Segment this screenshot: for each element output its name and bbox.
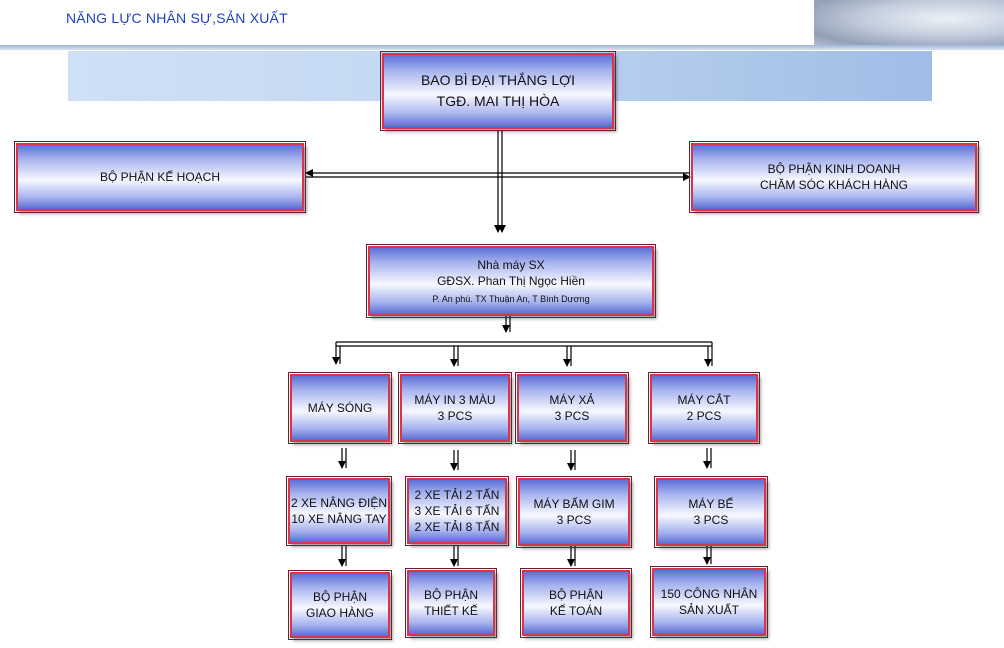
col2-mid-line1: 2 XE TẢI 2 TẤN (414, 488, 500, 502)
col1-mid-box: 2 XE NÂNG ĐIỆN 10 XE NÂNG TAY (286, 476, 392, 546)
page-title: NĂNG LỰC NHÂN SỰ,SẢN XUẤT (66, 10, 288, 26)
planning-dept-box: BỘ PHẬN KẾ HOẠCH (14, 141, 306, 213)
col3-mid-line1: MÁY BẤM GIM (533, 497, 615, 511)
col4-mid-line2: 3 PCS (693, 513, 729, 527)
header-divider (0, 45, 1004, 50)
col1-bottom-box: BỘ PHẬN GIAO HÀNG (288, 570, 392, 640)
planning-dept-label: BỘ PHẬN KẾ HOẠCH (99, 170, 221, 184)
col2-top-line2: 3 PCS (437, 409, 473, 423)
col3-top-line2: 3 PCS (554, 409, 590, 423)
col2-mid-box: 2 XE TẢI 2 TẤN 3 XE TẢI 6 TẤN 2 XE TẢI 8… (405, 476, 509, 546)
col4-bottom-line1: 150 CÔNG NHÂN (660, 587, 758, 601)
col4-mid-line1: MÁY BẾ (688, 497, 734, 511)
col4-top-line1: MÁY CẮT (677, 393, 731, 407)
col3-mid-box: MÁY BẤM GIM 3 PCS (516, 476, 632, 548)
col2-bottom-box: BỘ PHẬN THIẾT KẾ (405, 568, 497, 638)
factory-box: Nhà máy SX GĐSX. Phan Thị Ngọc Hiền P. A… (366, 244, 656, 318)
sales-dept-label: BỘ PHẬN KINH DOANH (767, 162, 901, 176)
col4-top-line2: 2 PCS (686, 409, 722, 423)
org-root-director: TGĐ. MAI THỊ HÒA (436, 93, 560, 109)
col1-top-line1: MÁY SÓNG (307, 401, 373, 415)
col2-bottom-line1: BỘ PHẬN (423, 588, 478, 602)
col1-mid-line2: 10 XE NÂNG TAY (291, 512, 387, 526)
col1-mid-line1: 2 XE NÂNG ĐIỆN (290, 496, 388, 510)
col2-mid-line2: 3 XE TẢI 6 TẤN (414, 504, 500, 518)
org-root-box: BAO BÌ ĐẠI THẮNG LỢI TGĐ. MAI THỊ HÒA (380, 51, 616, 131)
col4-bottom-line2: SẢN XUẤT (678, 603, 739, 617)
col1-bottom-line1: BỘ PHẬN (312, 590, 367, 604)
col2-bottom-line2: THIẾT KẾ (424, 604, 478, 618)
factory-name: Nhà máy SX (477, 258, 545, 272)
col4-mid-box: MÁY BẾ 3 PCS (654, 476, 768, 548)
col3-bottom-line1: BỘ PHẬN (548, 588, 603, 602)
connector-drops-top (332, 342, 713, 367)
sales-dept-box: BỘ PHẬN KINH DOANH CHĂM SÓC KHÁCH HÀNG (689, 141, 979, 213)
col4-top-box: MÁY CẮT 2 PCS (648, 372, 760, 444)
factory-address: P. An phú. TX Thuận An, T Bình Dương (432, 294, 590, 304)
col3-top-box: MÁY XẢ 3 PCS (515, 372, 629, 444)
connector-root-sides (305, 169, 691, 181)
sales-dept-sublabel: CHĂM SÓC KHÁCH HÀNG (759, 178, 908, 192)
col3-bottom-line2: KẾ TOÁN (549, 604, 603, 618)
col3-mid-line2: 3 PCS (556, 513, 592, 527)
connector-drops-bottom (338, 546, 712, 567)
connector-drops-mid (338, 448, 712, 471)
connector-factory-bus (336, 316, 712, 347)
col1-top-box: MÁY SÓNG (288, 372, 392, 444)
factory-director: GĐSX. Phan Thị Ngọc Hiền (437, 274, 585, 288)
col4-bottom-box: 150 CÔNG NHÂN SẢN XUẤT (650, 566, 768, 638)
col3-bottom-box: BỘ PHẬN KẾ TOÁN (520, 568, 632, 638)
col2-top-box: MÁY IN 3 MÀU 3 PCS (398, 372, 512, 444)
col1-bottom-line2: GIAO HÀNG (305, 606, 374, 620)
org-root-name: BAO BÌ ĐẠI THẮNG LỢI (420, 72, 576, 88)
col2-top-line1: MÁY IN 3 MÀU (414, 393, 496, 407)
header-decoration (814, 0, 1004, 46)
col3-top-line1: MÁY XẢ (549, 393, 595, 407)
col2-mid-line3: 2 XE TẢI 8 TẤN (414, 520, 500, 534)
connector-root-factory (494, 130, 506, 233)
